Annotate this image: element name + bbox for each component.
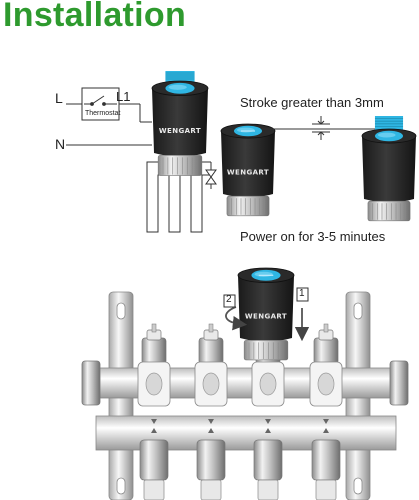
valve-icon [205,169,217,185]
metal-nut [367,200,411,222]
rail-slot [353,302,363,320]
rail-slot [353,477,363,495]
flow-arrow-icon [151,428,157,433]
metal-nut [243,340,289,361]
manifold-valve [194,323,228,500]
brand-label: WENGART [227,168,269,176]
neutral-wire-label: N [55,136,66,152]
flow-arrow-icon [151,419,157,424]
thermostat-box [81,87,120,121]
actuator-wired: WENGART [151,71,209,176]
actuator-retracted: WENGART [220,123,276,217]
manifold-valve [309,323,343,500]
step-2-box [223,294,236,308]
wiring-schematic [66,103,152,146]
flow-arrow-icon [323,428,329,433]
manifold-valve [137,323,171,500]
actuator-body [362,136,416,203]
rail-slot [116,302,126,320]
page-title: Installation [3,0,187,34]
brand-label: WENGART [245,312,287,320]
flow-arrow-icon [208,419,214,424]
actuator-body [221,131,275,198]
rail-slot [116,477,126,495]
metal-nut [157,155,203,176]
flow-arrow-icon [323,419,329,424]
actuator-extended [361,116,417,222]
power-label: Power on for 3-5 minutes [240,229,386,244]
flow-arrow-icon [208,428,214,433]
stroke-indicator [262,116,375,140]
step-2-label: 2 [226,294,232,305]
metal-nut [226,195,270,217]
end-cap [81,360,101,406]
actuator-body [238,275,294,342]
switch-icon [84,95,117,106]
flow-arrow-icon [265,428,271,433]
thermostat-label: Thermostat [85,110,121,117]
rotate-arrow-icon [225,306,248,331]
manifold [81,291,409,500]
live-out-label: L1 [116,89,131,104]
brand-label: WENGART [159,127,201,135]
cap-stem [374,116,404,133]
end-cap [389,360,409,406]
actuator-body [152,88,208,157]
actuator-mounting: WENGART [237,267,295,361]
live-wire-label: L [55,90,63,106]
step-1-box [296,287,309,302]
stroke-label: Stroke greater than 3mm [240,95,384,110]
step-1-label: 1 [299,288,305,299]
flow-arrow-icon [265,419,271,424]
